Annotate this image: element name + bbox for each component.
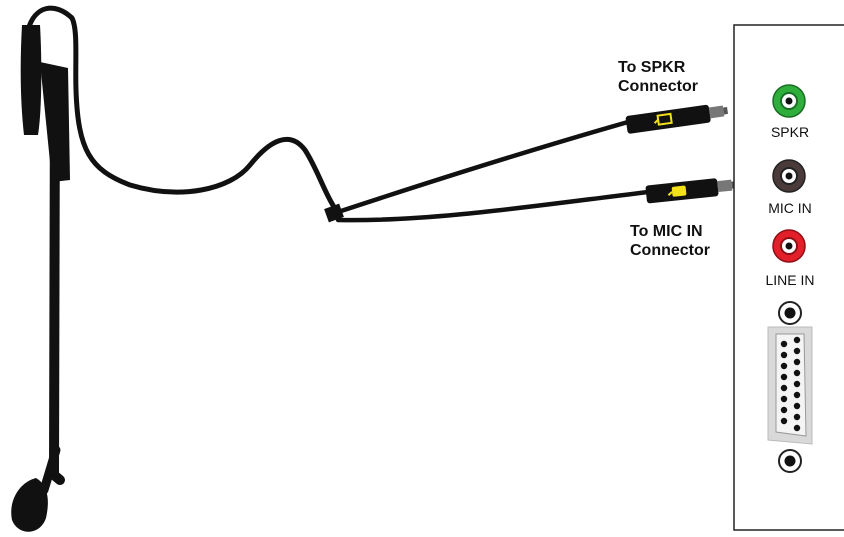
microphone-icon <box>667 185 687 197</box>
port-label-line-in: LINE IN <box>765 272 815 288</box>
callout-spkr-connector: To SPKR Connector <box>618 58 698 96</box>
spkr-jack <box>772 84 806 118</box>
callout-spkr-line1: To SPKR <box>618 59 686 76</box>
port-label-mic-in: MIC IN <box>768 200 812 216</box>
headset-clip-top <box>25 5 74 31</box>
spkr-cable <box>335 119 631 215</box>
game-port-pins <box>780 336 801 432</box>
screw-bottom <box>778 449 802 473</box>
game-port-connector <box>767 326 813 445</box>
mic-plug <box>645 178 737 204</box>
headphone-icon <box>653 112 673 126</box>
callout-spkr-line2: Connector <box>618 78 698 95</box>
headset <box>11 5 74 532</box>
headset-mic-neck <box>39 445 61 495</box>
headset-ear-clip <box>20 25 42 135</box>
headset-boom <box>48 70 65 485</box>
spkr-plug <box>625 104 728 134</box>
cable-splitter <box>324 203 344 223</box>
mic-in-jack <box>772 159 806 193</box>
headset-arm <box>40 62 70 182</box>
screw-top <box>778 301 802 325</box>
headset-mic-tip <box>11 478 48 532</box>
callout-mic-line2: Connector <box>630 242 710 259</box>
callout-mic-line1: To MIC IN <box>630 223 703 240</box>
callout-mic-connector: To MIC IN Connector <box>630 222 710 260</box>
port-label-spkr: SPKR <box>770 124 810 140</box>
headset-cable <box>69 15 341 216</box>
line-in-jack <box>772 229 806 263</box>
mic-cable <box>335 189 651 223</box>
